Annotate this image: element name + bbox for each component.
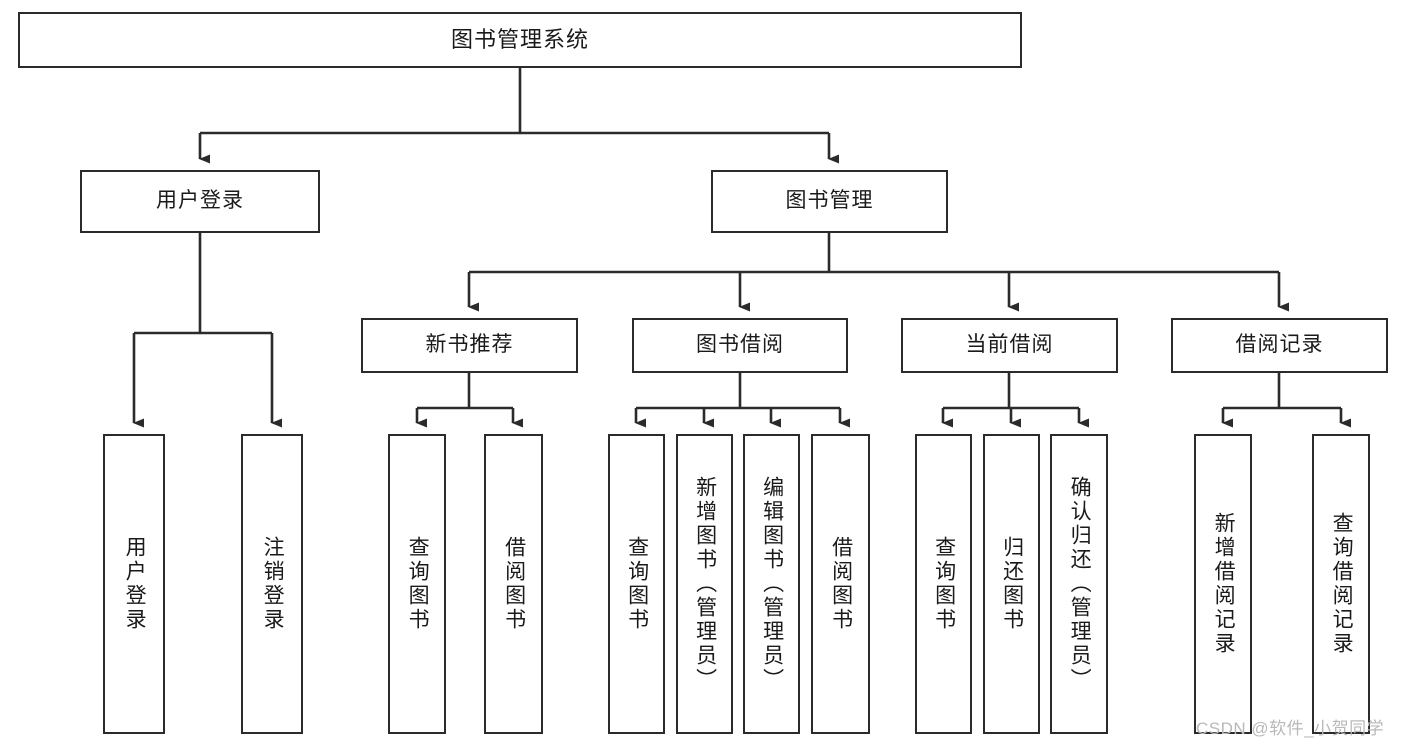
node-leaf-1[interactable]: 注销登录 — [241, 434, 303, 734]
node-leaf-0[interactable]: 用户登录 — [103, 434, 165, 734]
node-level1-1[interactable]: 图书管理 — [711, 170, 948, 233]
node-level1-0[interactable]: 用户登录 — [80, 170, 320, 233]
node-leaf-3[interactable]: 借阅图书 — [484, 434, 543, 734]
node-label: 借阅图书 — [829, 536, 853, 632]
node-label: 用户登录 — [156, 189, 244, 213]
node-leaf-7[interactable]: 借阅图书 — [811, 434, 870, 734]
node-label: 图书借阅 — [696, 333, 784, 357]
node-label: 编辑图书（管理员） — [760, 476, 784, 692]
node-leaf-9[interactable]: 归还图书 — [983, 434, 1040, 734]
node-leaf-12[interactable]: 查询借阅记录 — [1312, 434, 1370, 734]
node-label: 新书推荐 — [425, 333, 514, 357]
node-label: 确认归还（管理员） — [1068, 476, 1092, 692]
node-level2-3[interactable]: 借阅记录 — [1171, 318, 1388, 373]
node-level2-2[interactable]: 当前借阅 — [901, 318, 1118, 373]
node-label: 图书管理 — [785, 189, 874, 213]
node-label: 查询借阅记录 — [1330, 512, 1354, 656]
node-leaf-5[interactable]: 新增图书（管理员） — [676, 434, 733, 734]
node-label: 查询图书 — [625, 536, 649, 632]
node-leaf-4[interactable]: 查询图书 — [608, 434, 665, 734]
node-level2-1[interactable]: 图书借阅 — [632, 318, 848, 373]
node-label: 注销登录 — [261, 536, 285, 632]
node-level2-0[interactable]: 新书推荐 — [361, 318, 578, 373]
node-leaf-10[interactable]: 确认归还（管理员） — [1050, 434, 1108, 734]
node-label: 新增借阅记录 — [1212, 512, 1236, 656]
node-root[interactable]: 图书管理系统 — [18, 12, 1022, 68]
node-leaf-6[interactable]: 编辑图书（管理员） — [743, 434, 800, 734]
node-leaf-2[interactable]: 查询图书 — [388, 434, 446, 734]
node-label: 归还图书 — [1000, 536, 1024, 632]
node-label: 借阅图书 — [502, 536, 526, 632]
node-label: 图书管理系统 — [450, 27, 589, 53]
node-label: 新增图书（管理员） — [693, 476, 717, 692]
node-label: 用户登录 — [123, 536, 147, 632]
node-leaf-11[interactable]: 新增借阅记录 — [1194, 434, 1252, 734]
node-leaf-8[interactable]: 查询图书 — [915, 434, 972, 734]
node-label: 当前借阅 — [965, 333, 1054, 357]
node-label: 查询图书 — [406, 536, 430, 632]
node-label: 查询图书 — [932, 536, 956, 632]
node-label: 借阅记录 — [1235, 333, 1324, 357]
